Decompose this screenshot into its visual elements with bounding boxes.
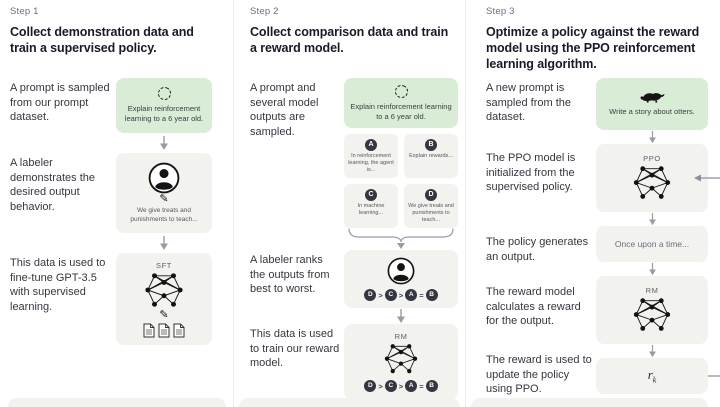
otter-icon bbox=[640, 93, 665, 103]
rank-box: D > C > A = B bbox=[344, 250, 458, 308]
output-text: Once upon a time... bbox=[614, 239, 690, 249]
demonstration-caption: We give treats and punishments to teach.… bbox=[130, 206, 198, 223]
arrow-down-icon bbox=[596, 262, 708, 276]
letter-badge: D bbox=[425, 189, 437, 201]
step-label: Step 1 bbox=[10, 6, 39, 17]
step-label: Step 2 bbox=[250, 6, 279, 17]
step-2-column: Step 2 Collect comparison data and train… bbox=[234, 0, 466, 407]
prompt-row: A prompt is sampled from our prompt data… bbox=[10, 78, 233, 133]
output-card-c: C In machine learning... bbox=[344, 184, 398, 228]
arrow-down-icon bbox=[116, 133, 212, 153]
ranking-sequence: D > C > A = B bbox=[364, 289, 438, 301]
labeler-row: A labeler demonstrates the desired outpu… bbox=[10, 153, 233, 233]
prompt-box-text: Explain reinforcement learning to a 6 ye… bbox=[124, 104, 204, 123]
step-1-column: Step 1 Collect demonstration data and tr… bbox=[0, 0, 234, 407]
labeler-person-icon bbox=[387, 257, 415, 285]
rm-row: This data is used to train our reward mo… bbox=[250, 324, 465, 400]
prompt-description: A prompt is sampled from our prompt data… bbox=[10, 82, 110, 124]
neural-network-icon bbox=[633, 298, 671, 331]
reward-description: The reward is used to update the policy … bbox=[486, 354, 592, 396]
sft-description: This data is used to fine-tune GPT-3.5 w… bbox=[10, 257, 106, 313]
rm-box: RM bbox=[596, 276, 708, 344]
sft-box: SFT bbox=[116, 253, 212, 345]
step-3-header: Step 3 Optimize a policy against the rew… bbox=[486, 6, 720, 78]
neural-network-icon bbox=[633, 166, 671, 199]
step-label: Step 3 bbox=[486, 6, 515, 17]
converge-brace-icon bbox=[348, 228, 454, 249]
next-section-edge bbox=[471, 398, 708, 407]
ppo-label: PPO bbox=[643, 154, 661, 163]
reward-symbol: rk bbox=[647, 367, 657, 385]
letter-badge: A bbox=[365, 139, 377, 151]
documents-icon bbox=[143, 323, 185, 338]
prompt-box-text: Write a story about otters. bbox=[609, 107, 695, 117]
prompt-box-text: Explain reinforcement learning to a 6 ye… bbox=[350, 101, 452, 121]
sample-cycle-icon bbox=[155, 85, 173, 103]
ppo-box: PPO bbox=[596, 144, 708, 212]
step-3-heading: Optimize a policy against the reward mod… bbox=[486, 25, 700, 71]
arrow-down-icon bbox=[596, 212, 708, 226]
ppo-description: The PPO model is initialized from the su… bbox=[486, 152, 576, 194]
step-1-header: Step 1 Collect demonstration data and tr… bbox=[10, 6, 233, 78]
prompt-outputs-row: A prompt and several model outputs are s… bbox=[250, 78, 465, 250]
rm-label: RM bbox=[645, 286, 659, 295]
step-3-column: Step 3 Optimize a policy against the rew… bbox=[466, 0, 720, 407]
letter-badge: C bbox=[365, 189, 377, 201]
output-card-b: B Explain rewards... bbox=[404, 134, 458, 178]
step-2-header: Step 2 Collect comparison data and train… bbox=[250, 6, 465, 78]
prompt-box: Write a story about otters. bbox=[596, 78, 708, 130]
pen-icon: ✎ bbox=[159, 308, 169, 321]
prompt-row: A new prompt is sampled from the dataset… bbox=[486, 78, 720, 394]
rm-description: This data is used to train our reward mo… bbox=[250, 328, 340, 370]
labeler-person-icon bbox=[148, 162, 180, 194]
prompt-description: A new prompt is sampled from the dataset… bbox=[486, 82, 571, 124]
arrow-down-icon bbox=[344, 308, 458, 324]
rm-label: RM bbox=[394, 332, 408, 341]
labeler-description: A labeler demonstrates the desired outpu… bbox=[10, 157, 95, 213]
pen-icon: ✎ bbox=[159, 192, 169, 205]
output-description: The policy generates an output. bbox=[486, 236, 589, 263]
letter-badge: B bbox=[425, 139, 437, 151]
arrow-down-icon bbox=[596, 344, 708, 358]
rm-box: RM bbox=[344, 324, 458, 400]
output-card-a: A In reinforcement learning, the agent i… bbox=[344, 134, 398, 178]
sft-row: This data is used to fine-tune GPT-3.5 w… bbox=[10, 253, 233, 345]
output-box: Once upon a time... bbox=[596, 226, 708, 262]
step-2-heading: Collect comparison data and train a rewa… bbox=[250, 25, 449, 55]
next-section-edge bbox=[239, 398, 460, 407]
sft-label: SFT bbox=[156, 260, 172, 270]
arrow-down-icon bbox=[116, 233, 212, 253]
output-card-d: D We give treats and punishments to teac… bbox=[404, 184, 458, 228]
prompt-box: Explain reinforcement learning to a 6 ye… bbox=[344, 78, 458, 128]
rm-description: The reward model calculates a reward for… bbox=[486, 286, 581, 328]
sample-cycle-icon bbox=[392, 82, 410, 100]
neural-network-icon bbox=[384, 344, 418, 374]
next-section-edge bbox=[8, 398, 226, 407]
prompt-box: Explain reinforcement learning to a 6 ye… bbox=[116, 78, 212, 133]
arrow-down-icon bbox=[596, 130, 708, 144]
prompt-outputs-description: A prompt and several model outputs are s… bbox=[250, 82, 319, 138]
labeler-box: ✎ We give treats and punishments to teac… bbox=[116, 153, 212, 233]
rank-row: A labeler ranks the outputs from best to… bbox=[250, 250, 465, 308]
output-cards: A In reinforcement learning, the agent i… bbox=[344, 134, 458, 228]
step-1-heading: Collect demonstration data and train a s… bbox=[10, 25, 194, 55]
reward-box: rk bbox=[596, 358, 708, 394]
ranking-sequence: D > C > A = B bbox=[364, 380, 438, 392]
neural-network-icon bbox=[145, 272, 183, 307]
rank-description: A labeler ranks the outputs from best to… bbox=[250, 254, 330, 296]
